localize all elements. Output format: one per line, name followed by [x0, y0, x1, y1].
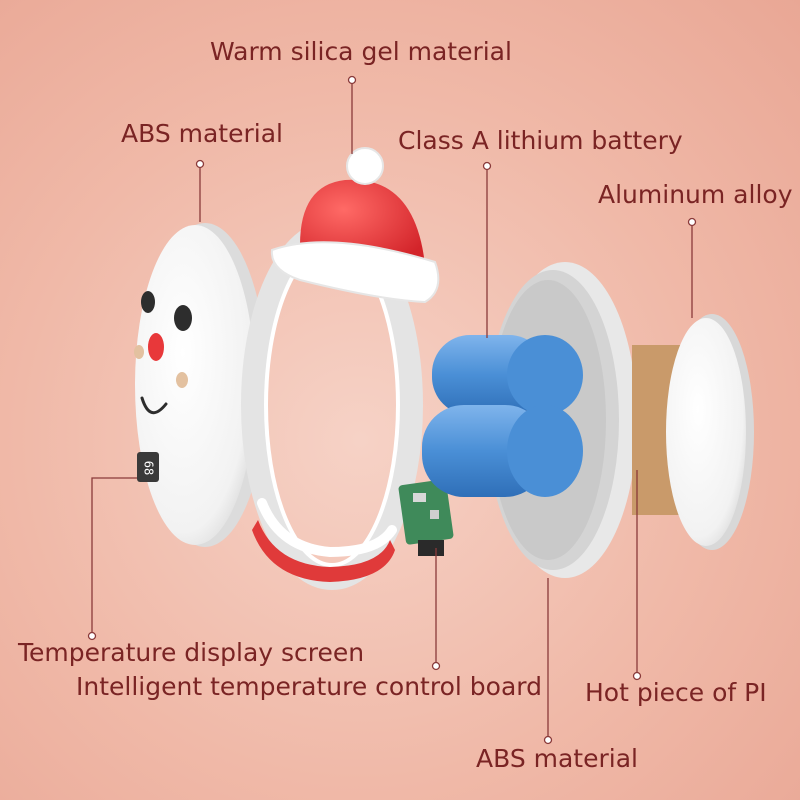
display-reading: 68: [142, 461, 156, 475]
leader-abs-top-dot: [195, 159, 205, 169]
snowman-mouth: [140, 396, 168, 415]
label-temperature-display: Temperature display screen: [18, 638, 365, 667]
front-face-panel: 68: [134, 223, 267, 547]
control-board: [398, 479, 454, 556]
leader-lithium-battery-dot: [482, 161, 492, 171]
leader-temperature-display-dot: [87, 631, 97, 641]
aluminum-back-cover: [666, 314, 754, 550]
hat-pompom: [346, 147, 384, 185]
leader-temperature-display: [91, 477, 137, 636]
label-aluminum-alloy: Aluminum alloy: [598, 180, 793, 209]
label-warm-silica-gel: Warm silica gel material: [210, 37, 512, 66]
label-abs-material-top: ABS material: [121, 119, 283, 148]
snowman-eye-right: [174, 305, 192, 331]
leader-control-board-dot: [431, 661, 441, 671]
label-abs-material-bottom: ABS material: [476, 744, 638, 773]
leader-lines: [87, 75, 697, 745]
snowman-nose: [148, 333, 164, 361]
leader-hot-piece-dot: [632, 671, 642, 681]
label-hot-piece: Hot piece of PI: [585, 678, 767, 707]
label-lithium-battery: Class A lithium battery: [398, 126, 683, 155]
snowman-eye-left: [141, 291, 155, 313]
santa-hat: [270, 147, 440, 304]
label-control-board: Intelligent temperature control board: [76, 672, 542, 701]
leader-warm-silica-gel-dot: [347, 75, 357, 85]
leader-aluminum-alloy-dot: [687, 217, 697, 227]
lithium-batteries: [422, 335, 583, 497]
temperature-display-screen: [137, 452, 159, 482]
leader-abs-bottom-dot: [543, 735, 553, 745]
